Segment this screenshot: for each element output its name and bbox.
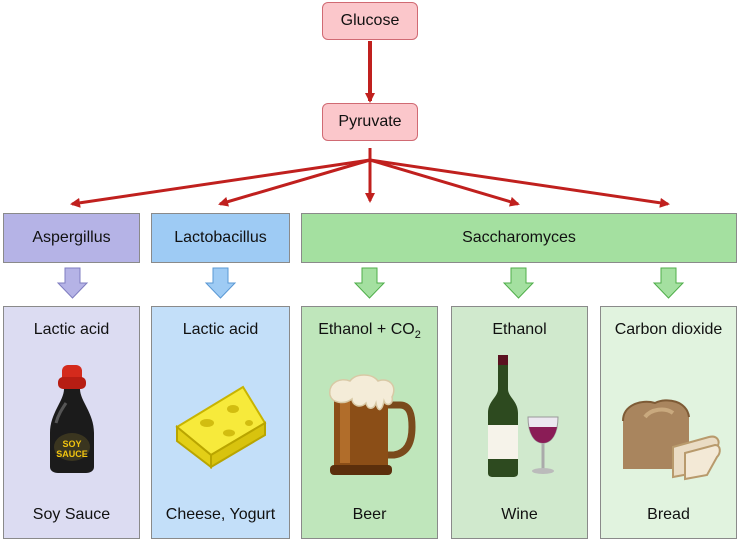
product-label: Ethanol + CO2 — [318, 321, 421, 342]
product-label: Carbon dioxide — [614, 321, 723, 338]
product-label: Lactic acid — [33, 321, 110, 338]
product-panel-beer: Ethanol + CO2 Beer — [301, 306, 438, 539]
product-panel-wine: Ethanol Wine — [451, 306, 588, 539]
organism-aspergillus: Aspergillus — [3, 213, 140, 263]
food-label: Beer — [352, 506, 387, 523]
bread-loaf-icon — [621, 399, 721, 481]
block-arrow-bread — [652, 267, 685, 299]
food-label: Cheese, Yogurt — [165, 506, 276, 523]
svg-text:SAUCE: SAUCE — [56, 449, 88, 459]
beer-mug-icon — [328, 374, 416, 475]
cheese-wedge-icon — [174, 385, 266, 470]
block-arrow-aspergillus — [56, 267, 89, 299]
bottle-text: SOY — [62, 439, 81, 449]
wine-bottle-and-glass-icon — [487, 355, 559, 477]
pyruvate-node: Pyruvate — [322, 103, 418, 141]
block-arrow-lactobacillus — [204, 267, 237, 299]
soy-sauce-bottle-icon: SOY SAUCE — [49, 365, 94, 473]
food-label: Wine — [501, 506, 538, 523]
product-panel-cheese: Lactic acid Cheese, Yogurt — [151, 306, 290, 539]
food-label: Soy Sauce — [32, 506, 111, 523]
product-label: Lactic acid — [182, 321, 259, 338]
arrow-pyruvate-to-wine — [369, 158, 520, 207]
organism-saccharomyces: Saccharomyces — [301, 213, 737, 263]
product-panel-bread: Carbon dioxide Bread — [600, 306, 737, 539]
arrow-pyruvate-to-aspergillus — [70, 158, 371, 208]
glucose-node: Glucose — [322, 2, 418, 40]
arrow-pyruvate-to-lactobacillus — [218, 158, 371, 207]
arrow-pyruvate-to-bread — [369, 158, 670, 208]
food-label: Bread — [647, 506, 690, 523]
organism-lactobacillus: Lactobacillus — [151, 213, 290, 263]
product-label: Ethanol — [492, 321, 547, 338]
product-panel-soy-sauce: Lactic acid SOY SAUCE Soy Sauce — [3, 306, 140, 539]
block-arrow-beer — [353, 267, 386, 299]
block-arrow-wine — [502, 267, 535, 299]
